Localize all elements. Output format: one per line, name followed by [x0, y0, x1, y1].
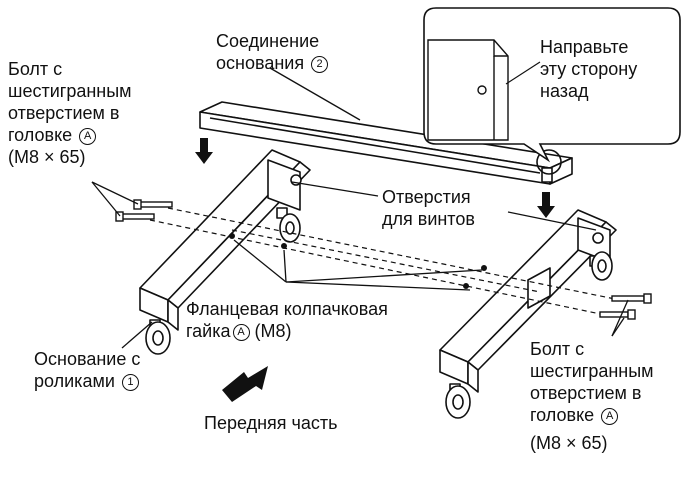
caster-wheel	[445, 383, 471, 419]
caster-wheel	[276, 207, 301, 243]
hex-bolt-right-lower	[599, 309, 636, 320]
left-caster-base	[139, 149, 311, 355]
hex-bolt-left-upper	[133, 199, 173, 210]
mark-1: 1	[121, 374, 139, 391]
label-screw-holes: Отверстия для винтов	[382, 187, 475, 229]
mark-2: 2	[311, 56, 329, 73]
mark-a: A	[601, 408, 619, 425]
hex-bolt-right-upper	[611, 293, 652, 304]
label-caster-base: Основание с роликами 1	[34, 349, 141, 391]
base-connector-beam	[199, 101, 573, 185]
mark-a: A	[232, 324, 250, 341]
label-base-connector: Соединение основания 2	[216, 30, 329, 74]
down-arrow-icon	[537, 192, 555, 218]
caster-wheel	[145, 319, 171, 355]
mark-a: A	[79, 128, 97, 145]
label-front: Передняя часть	[204, 413, 338, 433]
flange-nut	[281, 243, 287, 249]
flange-nut	[229, 233, 235, 239]
label-orient-note: Направьте эту сторону назад	[540, 37, 638, 101]
front-arrow-icon	[222, 366, 268, 402]
down-arrow-icon	[195, 138, 213, 164]
highlight-circle	[536, 149, 562, 175]
flange-nut	[463, 283, 469, 289]
caster-wheel	[589, 251, 613, 281]
right-caster-base	[439, 209, 617, 419]
detail-callout	[423, 7, 681, 163]
hex-bolt-left-lower	[115, 211, 155, 222]
label-bolt-left: Болт с шестигранным отверстием в головке…	[8, 59, 132, 167]
label-bolt-right: Болт с шестигранным отверстием в головке…	[530, 339, 654, 453]
flange-nut	[481, 265, 487, 271]
